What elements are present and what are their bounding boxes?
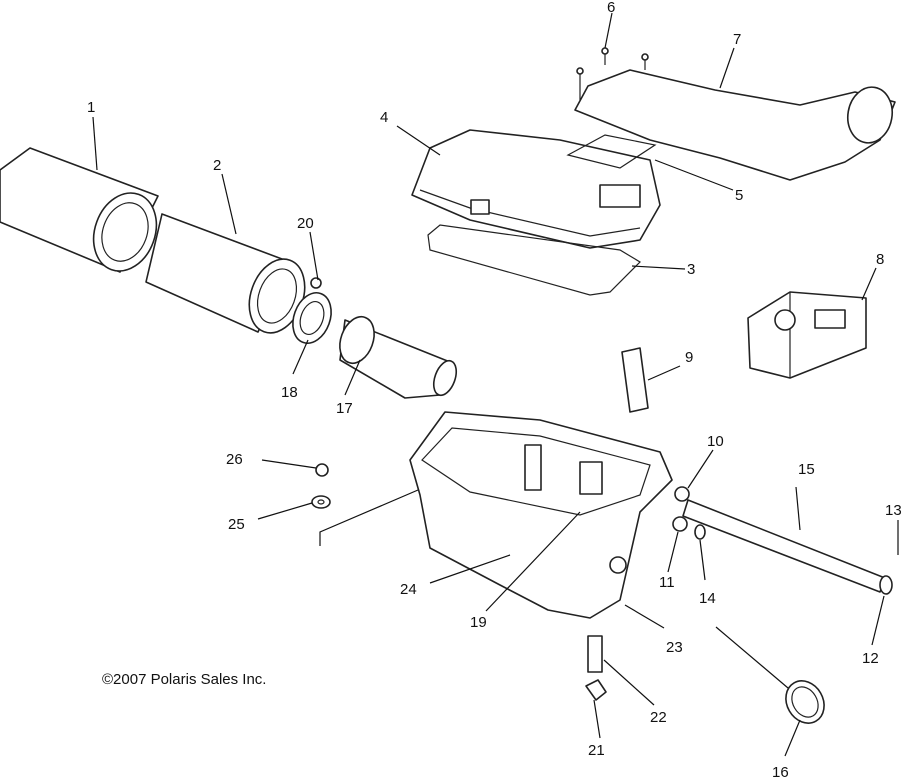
part-25-washer (311, 495, 331, 509)
callout-24: 24 (400, 581, 417, 598)
part-10-fitting (674, 486, 690, 502)
callout-25: 25 (228, 516, 245, 533)
callout-14: 14 (699, 590, 716, 607)
part-3-gasket (427, 224, 641, 296)
part-22-drain-tube (587, 635, 603, 673)
callout-12: 12 (862, 650, 879, 667)
callout-6: 6 (607, 0, 615, 16)
part-16-hose-clamp (785, 680, 825, 724)
callout-13: 13 (885, 502, 902, 519)
part-1-prefilter (0, 147, 159, 273)
part-21-drain-plug (585, 679, 607, 701)
callout-5: 5 (735, 187, 743, 204)
part-26-screw (315, 463, 329, 477)
part-2-filter-element (145, 213, 306, 334)
part-5-plate (566, 134, 657, 169)
part-8-foam-block (747, 291, 867, 379)
part-18-coupler (292, 292, 332, 344)
part-4-airbox-lid (411, 129, 661, 249)
part-17-intake-duct (339, 315, 458, 399)
callout-8: 8 (876, 251, 884, 268)
part-9-foam-bar (621, 347, 649, 413)
callout-23: 23 (666, 639, 683, 656)
callout-26: 26 (226, 451, 243, 468)
callout-15: 15 (798, 461, 815, 478)
callout-9: 9 (685, 349, 693, 366)
callout-labels: 1 2 3 4 5 6 7 8 9 10 11 12 13 14 15 16 1… (87, 0, 902, 781)
callout-11: 11 (659, 574, 675, 591)
copyright-notice: ©2007 Polaris Sales Inc. (102, 671, 267, 688)
part-14-plug (694, 524, 706, 540)
callout-21: 21 (588, 742, 605, 759)
callout-4: 4 (380, 109, 388, 126)
callout-22: 22 (650, 709, 667, 726)
part-20-clamp (310, 277, 322, 289)
part-7-snorkel (574, 69, 896, 181)
callout-3: 3 (687, 261, 695, 278)
part-11-grommet (672, 516, 688, 532)
callout-20: 20 (297, 215, 314, 232)
callout-7: 7 (733, 31, 741, 48)
callout-10: 10 (707, 433, 724, 450)
leader-lines (92, 12, 899, 757)
callout-2: 2 (213, 157, 221, 174)
callout-1: 1 (87, 99, 95, 116)
callout-18: 18 (281, 384, 298, 401)
callout-17: 17 (336, 400, 353, 417)
part-24-airbox-base (409, 411, 673, 619)
callout-16: 16 (772, 764, 789, 781)
part-15-drain-tube (682, 499, 893, 595)
callout-19: 19 (470, 614, 487, 631)
